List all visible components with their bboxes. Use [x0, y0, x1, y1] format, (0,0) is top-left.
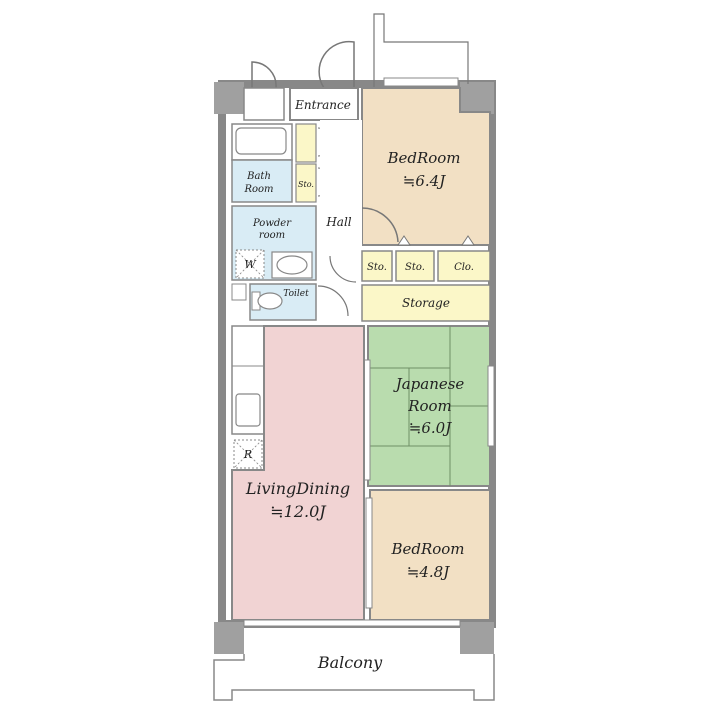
bedroom-1-name: BedRoom: [386, 149, 460, 167]
bath-room-area: [231, 159, 293, 203]
living-name: LivingDining: [245, 479, 350, 498]
toilet-label: Toilet: [283, 289, 309, 299]
japanese-label-line2: Room: [407, 397, 452, 415]
column-bottom-left: [214, 622, 244, 654]
balcony-window-strip: [243, 619, 461, 627]
toilet-side-shelf: [231, 283, 247, 301]
fridge-cross-b: [233, 439, 263, 469]
toilet-door-swing: [317, 285, 349, 317]
bedroom-1-closet-marker-1: [397, 235, 411, 246]
linen-cabinet-upper: [295, 123, 317, 163]
bedroom-2-sliding-door: [365, 497, 373, 609]
kitchen-sink: [235, 393, 261, 427]
living-dining-area: [231, 325, 365, 621]
bedroom-2-name: BedRoom: [390, 540, 464, 558]
balcony-outline: [213, 654, 495, 701]
toilet-bowl: [257, 292, 283, 310]
bath-label-line1: Bath: [246, 171, 271, 182]
clo-label: Clo.: [454, 262, 474, 273]
clo-area: [437, 250, 491, 282]
entrance-area: [289, 87, 359, 121]
top-window: [383, 77, 459, 87]
bath-tub: [235, 127, 287, 155]
living-size: ≒12.0J: [270, 502, 327, 521]
sto-small-label: Sto.: [298, 180, 314, 189]
bedroom-1-door-swing: [361, 207, 399, 243]
japanese-size: ≒6.0J: [409, 419, 452, 437]
sto-2-area: [395, 250, 435, 282]
hall-area: [320, 120, 362, 325]
washer-cross-b: [235, 249, 265, 279]
sto-1-area: [361, 250, 393, 282]
powder-door-swing: [329, 255, 357, 283]
wash-basin: [276, 255, 308, 275]
storage-label: Storage: [402, 296, 450, 310]
front-door-swing-right: [318, 40, 355, 89]
japanese-room-window: [487, 365, 495, 447]
balcony-label: Balcony: [317, 653, 383, 672]
washer-cross-a: [235, 249, 265, 279]
column-top-right: [460, 82, 494, 114]
japanese-label-line1: Japanese: [393, 375, 465, 393]
fridge-cross-a: [233, 439, 263, 469]
bedroom-1-closet-marker-2: [461, 235, 475, 246]
front-door-swing-left: [251, 61, 277, 89]
washer-mark: W: [244, 258, 257, 271]
fridge-mark: R: [243, 448, 252, 461]
column-top-left: [214, 82, 244, 114]
sto-1-label: Sto.: [367, 262, 387, 273]
sto-2-label: Sto.: [405, 262, 425, 273]
column-bottom-right: [460, 622, 494, 654]
powder-label-line1: Powder: [252, 218, 292, 229]
top-outline: [373, 13, 469, 88]
linen-cabinet-lower: [295, 163, 317, 203]
entrance-closet: [243, 87, 285, 121]
bath-label-line2: Room: [243, 184, 273, 195]
storage-area: [361, 284, 491, 322]
bedroom-1-size: ≒6.4J: [403, 172, 446, 190]
powder-label-line2: room: [259, 230, 285, 241]
hall-label: Hall: [325, 215, 351, 229]
bedroom-2-size: ≒4.8J: [407, 563, 450, 581]
entrance-label: Entrance: [294, 98, 351, 112]
